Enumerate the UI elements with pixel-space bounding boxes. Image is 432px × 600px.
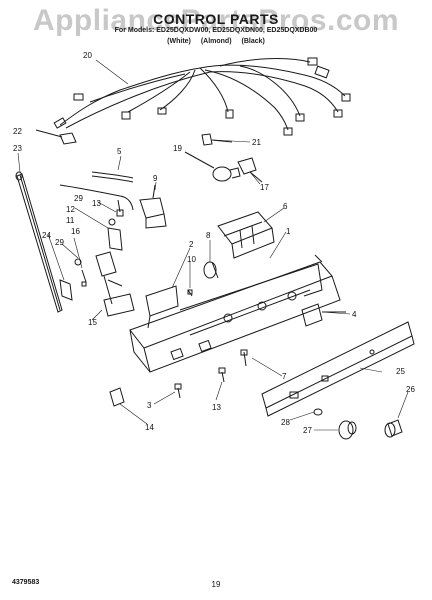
- callout-20: 20: [83, 51, 92, 60]
- page-title: CONTROL PARTS: [153, 11, 279, 27]
- screw-10: [187, 289, 193, 297]
- callout-3: 3: [147, 401, 152, 410]
- callout-12: 12: [66, 205, 75, 214]
- callout-17: 17: [260, 183, 269, 192]
- thermostat-9: [139, 184, 167, 229]
- part-number: 4379583: [12, 579, 40, 586]
- callout-4: 4: [352, 310, 357, 319]
- page-number: 19: [211, 580, 221, 589]
- bracket-15: [103, 293, 135, 317]
- callout-16: 16: [71, 227, 80, 236]
- callout-22: 22: [13, 127, 22, 136]
- color-white: (White): [167, 38, 191, 45]
- callout-1: 1: [286, 227, 291, 236]
- color-almond: (Almond): [200, 38, 232, 45]
- callout-19: 19: [173, 144, 182, 153]
- callout-7: 7: [282, 372, 287, 381]
- bracket-12: [107, 199, 124, 251]
- color-variants: (White) (Almond) (Black): [0, 38, 432, 45]
- callout-21: 21: [252, 138, 261, 147]
- callout-26: 26: [406, 385, 415, 394]
- bracket-2: [145, 285, 179, 329]
- knob-26: [384, 419, 403, 438]
- model-numbers: For Models: ED25DQXDW00, ED25DQXDN00, ED…: [114, 27, 318, 34]
- callout-5: 5: [117, 147, 122, 156]
- knob-27: [338, 420, 357, 440]
- callout-10: 10: [187, 255, 196, 264]
- callout-labels: 20 22 23 5 21 19 17 9 13 29 12 11 6 8 1 …: [13, 51, 415, 435]
- screw-13-lower: [218, 367, 226, 383]
- wiring-harness: [53, 57, 351, 136]
- light-bulb-19: [184, 151, 241, 182]
- control-console-housing: [129, 254, 341, 373]
- tube-5: [59, 171, 134, 211]
- washer-28: [313, 408, 323, 416]
- callout-8: 8: [206, 231, 211, 240]
- callout-6: 6: [283, 202, 288, 211]
- callout-15: 15: [88, 318, 97, 327]
- washer-16: [81, 269, 87, 287]
- connector-clip-22: [35, 129, 77, 145]
- callout-13-lower: 13: [212, 403, 221, 412]
- color-black: (Black): [241, 38, 265, 45]
- clip-14: [109, 387, 125, 407]
- callout-11: 11: [66, 216, 75, 225]
- callout-13-upper: 13: [92, 199, 101, 208]
- callout-29-lower: 29: [55, 238, 64, 247]
- clip-11: [95, 251, 123, 305]
- bulb-socket-17: [237, 157, 263, 183]
- callout-24: 24: [42, 231, 51, 240]
- latch-4: [301, 303, 346, 327]
- trim-panel-25: [261, 321, 415, 417]
- callout-29-upper: 29: [74, 194, 83, 203]
- knob-8: [203, 261, 219, 279]
- screw-3: [174, 383, 182, 399]
- screw-7: [240, 349, 248, 367]
- callout-28: 28: [281, 418, 290, 427]
- callout-23: 23: [13, 144, 22, 153]
- rod-23: [15, 171, 63, 313]
- callout-9: 9: [153, 174, 158, 183]
- light-socket-21: [201, 133, 233, 146]
- callout-27: 27: [303, 426, 312, 435]
- control-switch-6: [217, 211, 275, 259]
- callout-25: 25: [396, 367, 405, 376]
- lever-24: [59, 279, 73, 301]
- callout-2: 2: [189, 240, 194, 249]
- watermark: AppliancePartsPros.com: [32, 4, 400, 37]
- nut-29: [74, 218, 116, 266]
- leader-lines: [17, 59, 409, 431]
- callout-14: 14: [145, 423, 154, 432]
